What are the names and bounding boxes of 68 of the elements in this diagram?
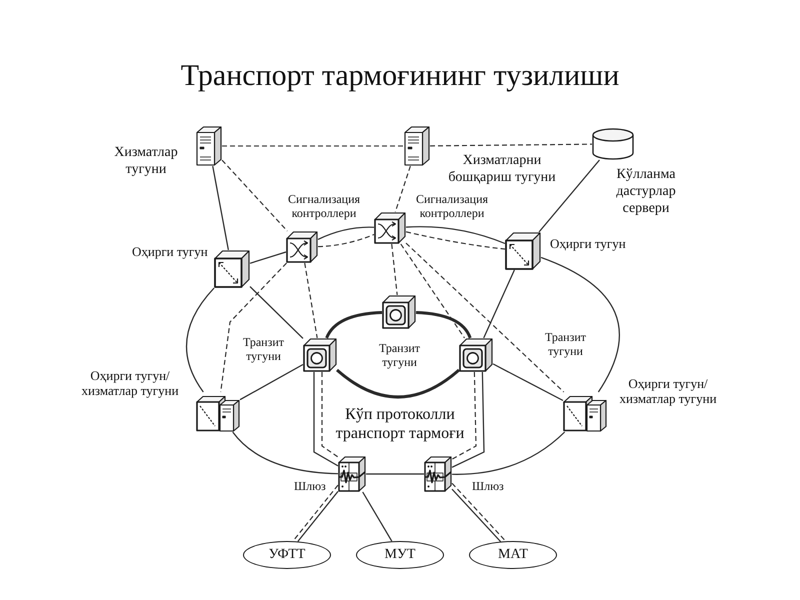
node-label: Оҳирги тугун/ хизматлар тугуни bbox=[618, 376, 718, 406]
router-icon bbox=[459, 338, 493, 372]
gateway-icon bbox=[424, 456, 452, 492]
node-label: Оҳирги тугун/ хизматлар тугуни bbox=[80, 368, 180, 398]
dashed-link-line bbox=[452, 482, 506, 542]
switch-icon bbox=[286, 231, 318, 263]
thick-link-line bbox=[416, 311, 472, 339]
node-label: Оҳирги тугун bbox=[550, 236, 626, 251]
database-cylinder-icon bbox=[592, 128, 634, 160]
node-label: Шлюз bbox=[294, 479, 326, 493]
link-line bbox=[232, 432, 338, 474]
dashed-link-line bbox=[220, 262, 287, 392]
terminal-icon bbox=[214, 250, 250, 288]
node-label: МАТ bbox=[498, 547, 528, 563]
dashed-link-line bbox=[222, 145, 404, 147]
link-line bbox=[362, 492, 392, 542]
dashed-link-line bbox=[321, 372, 338, 458]
link-line bbox=[186, 288, 215, 392]
link-line bbox=[406, 226, 506, 244]
dashed-link-line bbox=[452, 372, 477, 460]
link-line bbox=[240, 364, 304, 400]
link-line bbox=[483, 270, 515, 338]
router-icon bbox=[382, 295, 416, 329]
node-label: Сигнализация контроллери bbox=[286, 192, 362, 220]
link-line bbox=[452, 488, 502, 542]
node-label: Транзит тугуни bbox=[242, 335, 286, 363]
server-icon bbox=[196, 126, 222, 166]
thick-link-line bbox=[325, 311, 382, 339]
router-icon bbox=[303, 338, 337, 372]
link-line bbox=[297, 491, 338, 542]
link-line bbox=[313, 372, 338, 466]
switch-icon bbox=[374, 212, 406, 244]
thick-link-line bbox=[336, 368, 460, 398]
link-line bbox=[492, 363, 564, 402]
network-label: Кўп протоколли транспорт тармоғи bbox=[334, 405, 466, 443]
node-label: Хизматлар тугуни bbox=[113, 144, 179, 178]
node-label: Кўлланма дастурлар сервери bbox=[615, 166, 677, 217]
link-line bbox=[366, 473, 424, 475]
text-label: Транзит тугуни bbox=[544, 330, 588, 358]
server-icon bbox=[404, 126, 430, 166]
link-line bbox=[540, 256, 620, 392]
link-line bbox=[538, 160, 600, 232]
dashed-link-line bbox=[222, 160, 288, 232]
link-line bbox=[452, 432, 566, 475]
node-label: Транзит тугуни bbox=[378, 341, 422, 369]
dashed-link-line bbox=[394, 166, 411, 212]
dashed-link-line bbox=[406, 231, 506, 250]
node-label: Шлюз bbox=[472, 479, 504, 493]
diagram-title: Транспорт тармоғининг тузилиши bbox=[180, 58, 620, 94]
node-label: Сигнализация контроллери bbox=[414, 192, 490, 220]
dashed-link-line bbox=[318, 234, 374, 248]
link-line bbox=[250, 286, 304, 339]
link-line bbox=[452, 372, 485, 468]
link-line bbox=[212, 166, 229, 250]
dashed-link-line bbox=[400, 244, 465, 338]
node-label: Оҳирги тугун bbox=[132, 244, 208, 259]
gateway-icon bbox=[338, 456, 366, 492]
dashed-link-line bbox=[292, 484, 338, 542]
link-line bbox=[318, 226, 374, 240]
dashed-link-line bbox=[406, 242, 564, 392]
node-label: Хизматларни бошқариш тугуни bbox=[447, 152, 557, 186]
dashed-link-line bbox=[391, 244, 398, 296]
node-label: МУТ bbox=[384, 547, 416, 563]
node-label: УФТТ bbox=[268, 547, 306, 563]
dashed-link-line bbox=[430, 144, 592, 146]
dashed-link-line bbox=[304, 262, 318, 338]
terminal-icon bbox=[505, 232, 541, 270]
link-line bbox=[250, 251, 286, 264]
